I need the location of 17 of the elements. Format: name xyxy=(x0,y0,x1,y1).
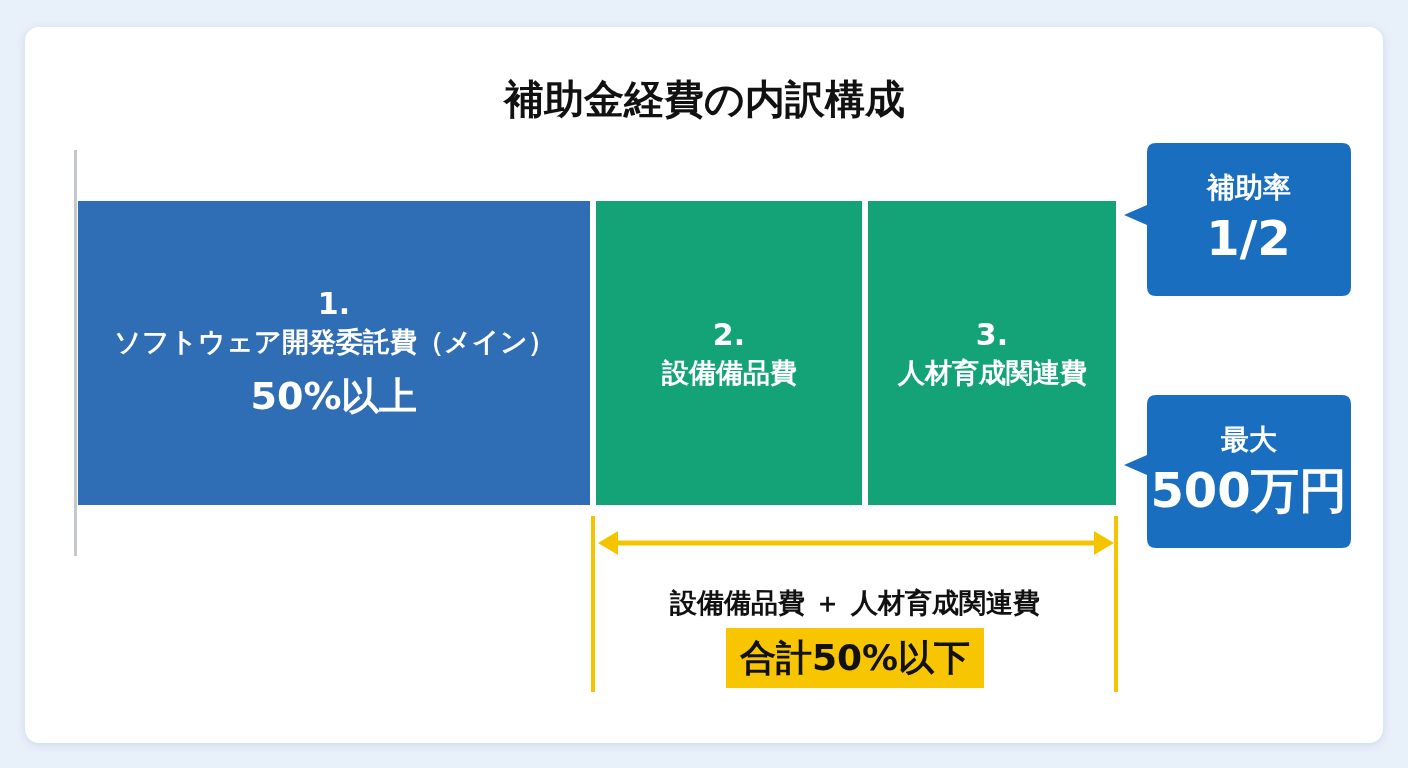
number-label: 1. xyxy=(317,284,351,323)
percentage-text: 50%以上 xyxy=(250,372,418,420)
callout-heading: 最大 xyxy=(1220,422,1277,459)
summary-text: 設備備品費 ＋ 人材育成関連費 xyxy=(670,587,1040,618)
title: 補助金経費の内訳構成 xyxy=(503,76,905,122)
cost-segment xyxy=(868,201,1116,505)
category-name: 設備備品費 xyxy=(661,356,797,391)
callout-value: 1/2 xyxy=(1206,208,1291,268)
number-label: 3. xyxy=(975,315,1009,354)
highlight-text: 合計50%以下 xyxy=(725,628,985,688)
callout-heading: 補助率 xyxy=(1206,170,1291,207)
category-name: ソフトウェア開発委託費（メイン） xyxy=(113,325,555,360)
category-name: 人材育成関連費 xyxy=(897,356,1087,391)
number-label: 2. xyxy=(712,315,746,354)
cost-segment xyxy=(78,201,590,505)
callout-value: 500万円 xyxy=(1150,460,1347,520)
cost-segment xyxy=(596,201,862,505)
